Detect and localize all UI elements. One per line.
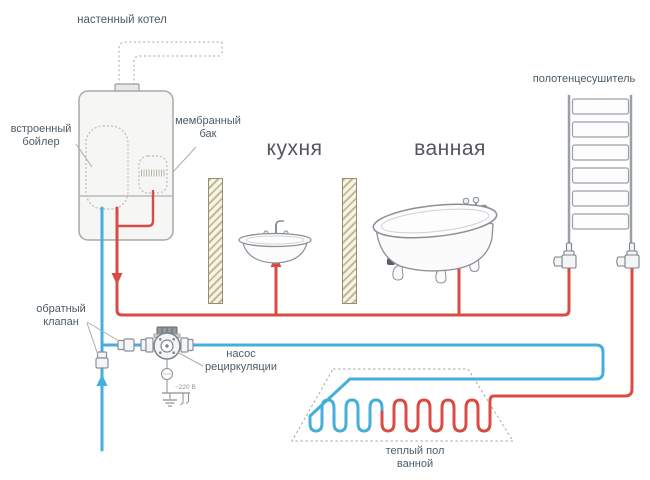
recirculation-pump-icon	[140, 326, 194, 360]
built-in-boiler-tank-icon	[85, 125, 129, 210]
wall-boiler-label: настенный котел	[77, 14, 167, 26]
membrane-tank-label: мембранный бак	[175, 115, 241, 140]
check-valve-horizontal-icon	[117, 338, 135, 352]
built-in-boiler-label: встроенный бойлер	[10, 123, 72, 148]
towel-rail-valve-left-icon	[553, 242, 577, 269]
towel-rail-to-floor-coil	[380, 266, 634, 433]
membrane-tank-icon	[138, 155, 168, 194]
towel-rail-label: полотенцесушитель	[532, 73, 636, 85]
hot-flow-arrow-down-icon	[111, 273, 123, 285]
flue-pipe-icon	[118, 41, 223, 85]
cold-flow-arrow-icon	[96, 374, 108, 386]
kitchen-wall-right	[342, 178, 357, 304]
bathtub-icon	[372, 196, 498, 284]
kitchen-wall-left	[208, 178, 223, 304]
towel-rail-icon	[553, 95, 640, 269]
hot-water-pipes	[111, 189, 634, 433]
bathroom-label: ванная	[414, 137, 486, 160]
kitchen-sink-icon	[238, 220, 312, 264]
recirculation-pump-label: насос рециркуляции	[205, 348, 277, 373]
kitchen-label: кухня	[266, 137, 323, 160]
towel-rail-valve-right-icon	[616, 242, 640, 269]
hot-supply-main	[115, 206, 571, 317]
heated-floor-label: теплый пол ванной	[385, 445, 445, 470]
label-leader-lines	[75, 143, 204, 367]
pump-power-wiring-icon	[161, 359, 190, 407]
recirculation-return-and-floor-coil	[188, 343, 605, 433]
voltage-label: ~220 В	[175, 384, 196, 391]
heated-floor-outline	[291, 368, 514, 442]
wall-boiler-icon	[78, 83, 174, 241]
check-valve-label: обратный клапан	[36, 303, 86, 328]
membrane-tank-stub	[117, 189, 155, 228]
